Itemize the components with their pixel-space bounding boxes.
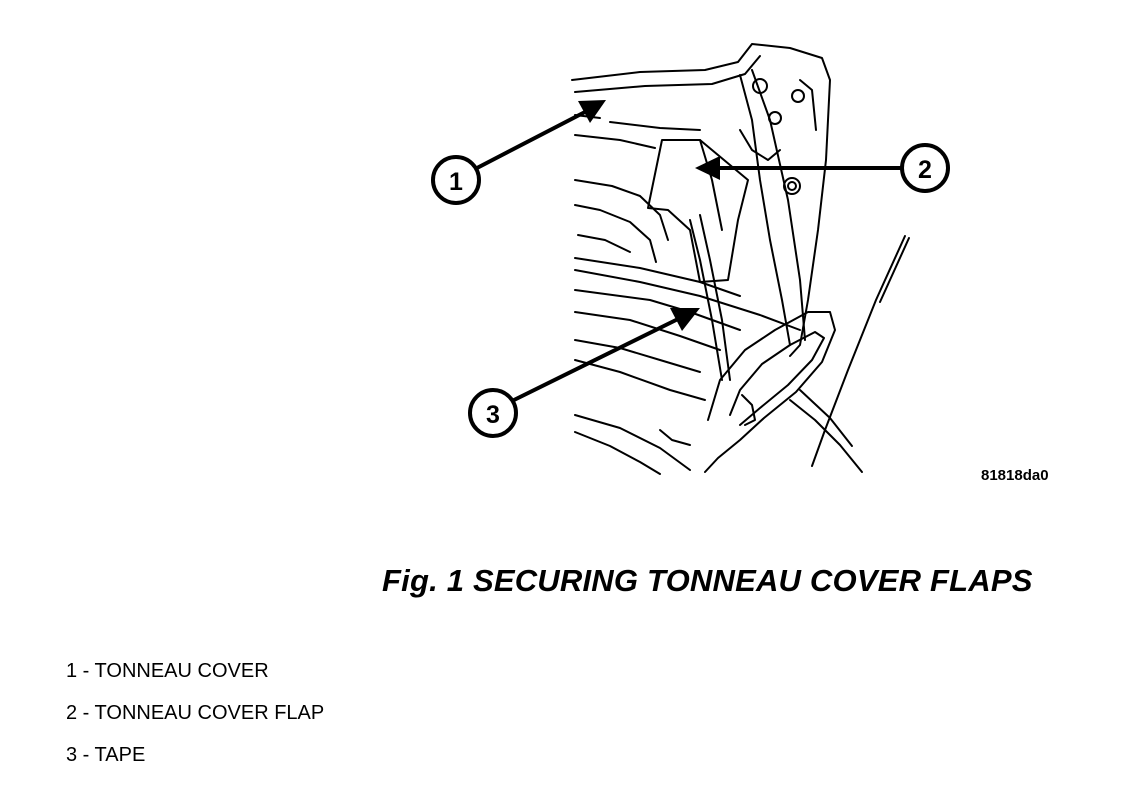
leader-line-3 bbox=[512, 318, 678, 402]
legend-list: 1 - TONNEAU COVER 2 - TONNEAU COVER FLAP… bbox=[66, 658, 324, 784]
legend-item: 2 - TONNEAU COVER FLAP bbox=[66, 702, 325, 724]
arrowhead-3 bbox=[670, 308, 700, 331]
arrowhead-2 bbox=[695, 156, 720, 180]
callout-1: 1 bbox=[431, 155, 481, 205]
arrowhead-1 bbox=[578, 100, 606, 123]
callout-leaders bbox=[475, 100, 902, 402]
figure-caption: Fig. 1 SECURING TONNEAU COVER FLAPS bbox=[382, 563, 1033, 598]
callout-circle-icon bbox=[431, 155, 481, 205]
callout-2: 2 bbox=[900, 143, 950, 193]
leader-line-1 bbox=[475, 110, 587, 170]
callout-number: 3 bbox=[486, 401, 500, 429]
vehicle-line-art bbox=[571, 43, 910, 475]
callout-number: 2 bbox=[918, 156, 932, 184]
legend-item: 1 - TONNEAU COVER bbox=[66, 660, 269, 682]
callout-circle-icon bbox=[900, 143, 950, 193]
tonneau-cover-drawing: 1 2 3 bbox=[431, 43, 950, 475]
figure-code: 81818da0 bbox=[981, 467, 1049, 484]
callout-3: 3 bbox=[468, 388, 518, 438]
technical-illustration: 1 2 3 bbox=[431, 43, 950, 475]
callout-circle-icon bbox=[468, 388, 518, 438]
callout-number: 1 bbox=[449, 168, 463, 196]
legend-item: 3 - TAPE bbox=[66, 744, 146, 766]
